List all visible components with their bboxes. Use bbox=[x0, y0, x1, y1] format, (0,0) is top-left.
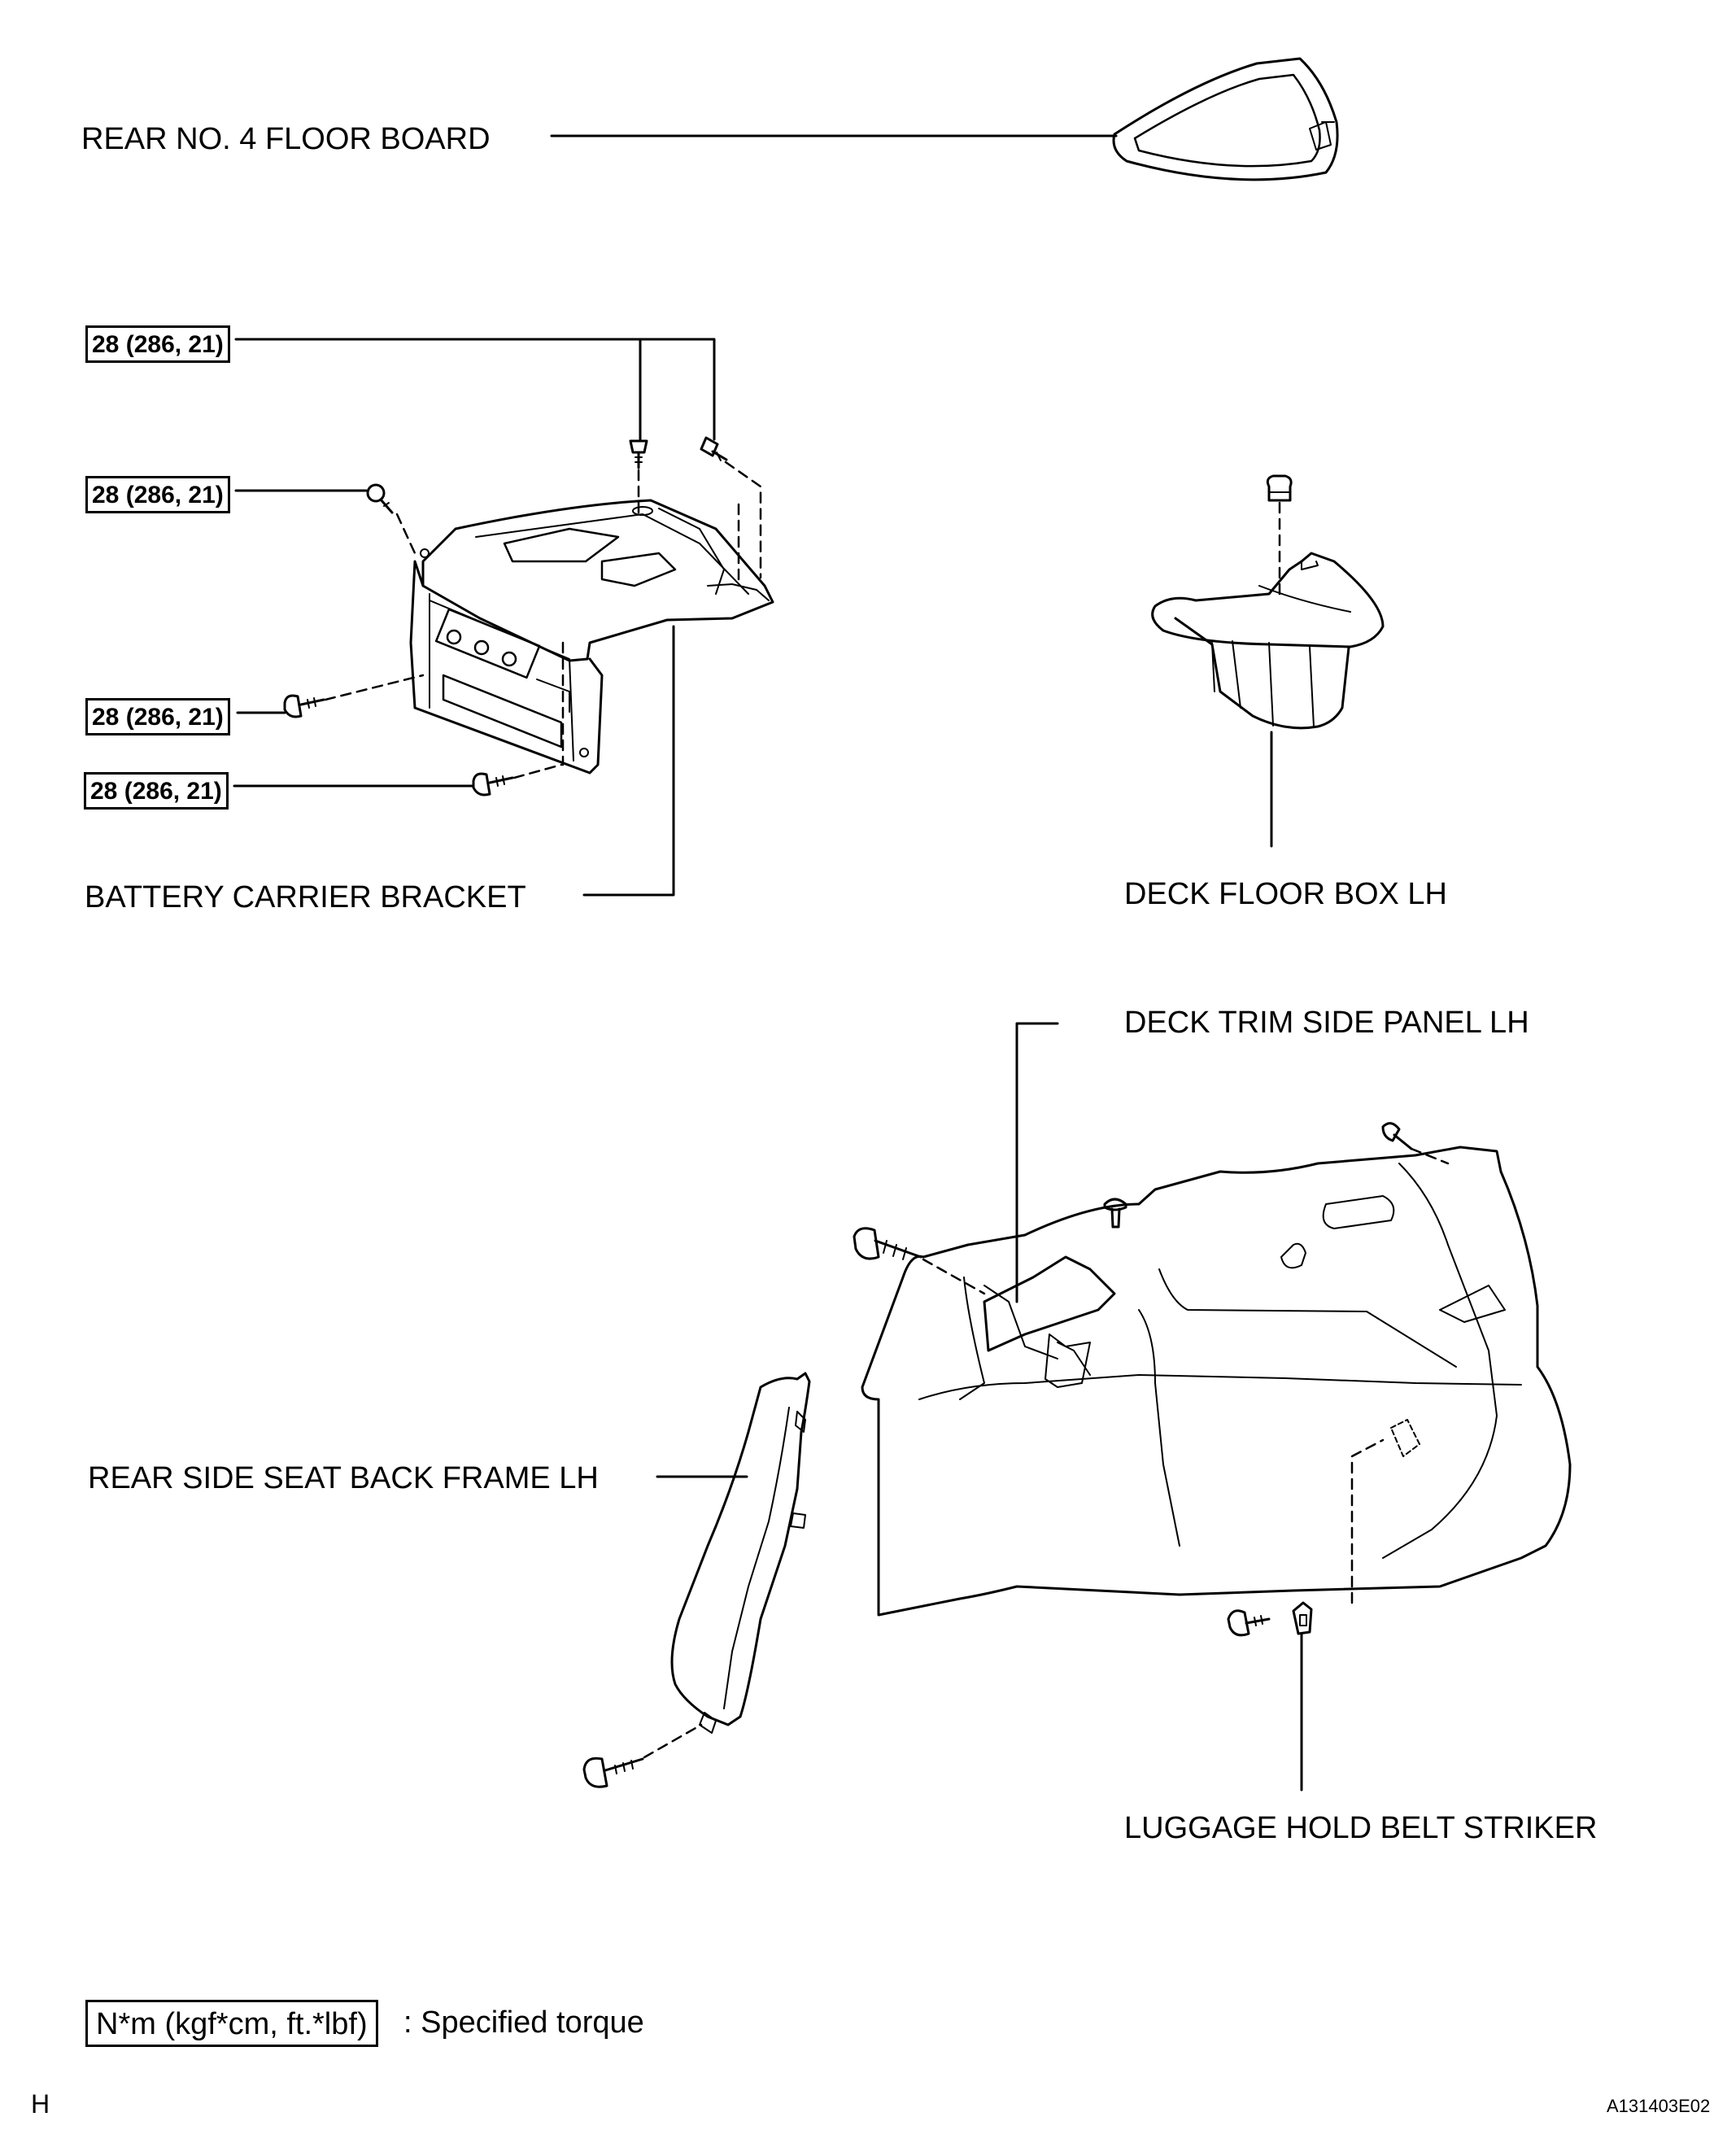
torque-spec-side-1: 28 (286, 21) bbox=[85, 698, 230, 735]
label-deck-floor-box: DECK FLOOR BOX LH bbox=[1124, 877, 1447, 911]
torque-spec-upper-left: 28 (286, 21) bbox=[85, 476, 230, 513]
battery-carrier-bracket-part bbox=[409, 499, 774, 775]
torque-spec-side-2: 28 (286, 21) bbox=[84, 772, 229, 810]
battery-carrier-bracket-leader bbox=[582, 625, 675, 897]
label-rear-side-seat-back-frame: REAR SIDE SEAT BACK FRAME LH bbox=[88, 1461, 599, 1495]
label-deck-trim-side-panel: DECK TRIM SIDE PANEL LH bbox=[1124, 1006, 1529, 1040]
label-battery-carrier-bracket: BATTERY CARRIER BRACKET bbox=[85, 880, 526, 914]
label-luggage-hold-belt-striker: LUGGAGE HOLD BELT STRIKER bbox=[1124, 1811, 1598, 1845]
rear-floor-board-part bbox=[1112, 57, 1339, 181]
side-panel-fasteners bbox=[853, 1122, 1413, 1637]
side-panel-dashed-guides bbox=[922, 1147, 1450, 1604]
figure-code: A131403E02 bbox=[1607, 2096, 1711, 2116]
corner-letter: H bbox=[31, 2089, 50, 2119]
deck-trim-side-panel-part bbox=[861, 1146, 1572, 1617]
label-rear-floor-board: REAR NO. 4 FLOOR BOARD bbox=[81, 122, 491, 156]
torque-leader-lines bbox=[233, 338, 716, 788]
legend-torque-unit-box: N*m (kgf*cm, ft.*lbf) bbox=[85, 2000, 378, 2047]
legend-description: : Specified torque bbox=[403, 2005, 644, 2040]
bracket-bolts bbox=[283, 436, 728, 796]
seat-frame-dashed bbox=[643, 1723, 703, 1759]
rear-side-seat-back-frame-part bbox=[670, 1372, 811, 1734]
bracket-dashed-guides bbox=[324, 460, 762, 779]
torque-spec-top: 28 (286, 21) bbox=[85, 325, 230, 363]
deck-floor-box-part bbox=[1151, 474, 1385, 730]
seat-frame-bolt bbox=[582, 1757, 644, 1788]
deck-trim-side-panel-leader bbox=[1015, 1022, 1059, 1303]
